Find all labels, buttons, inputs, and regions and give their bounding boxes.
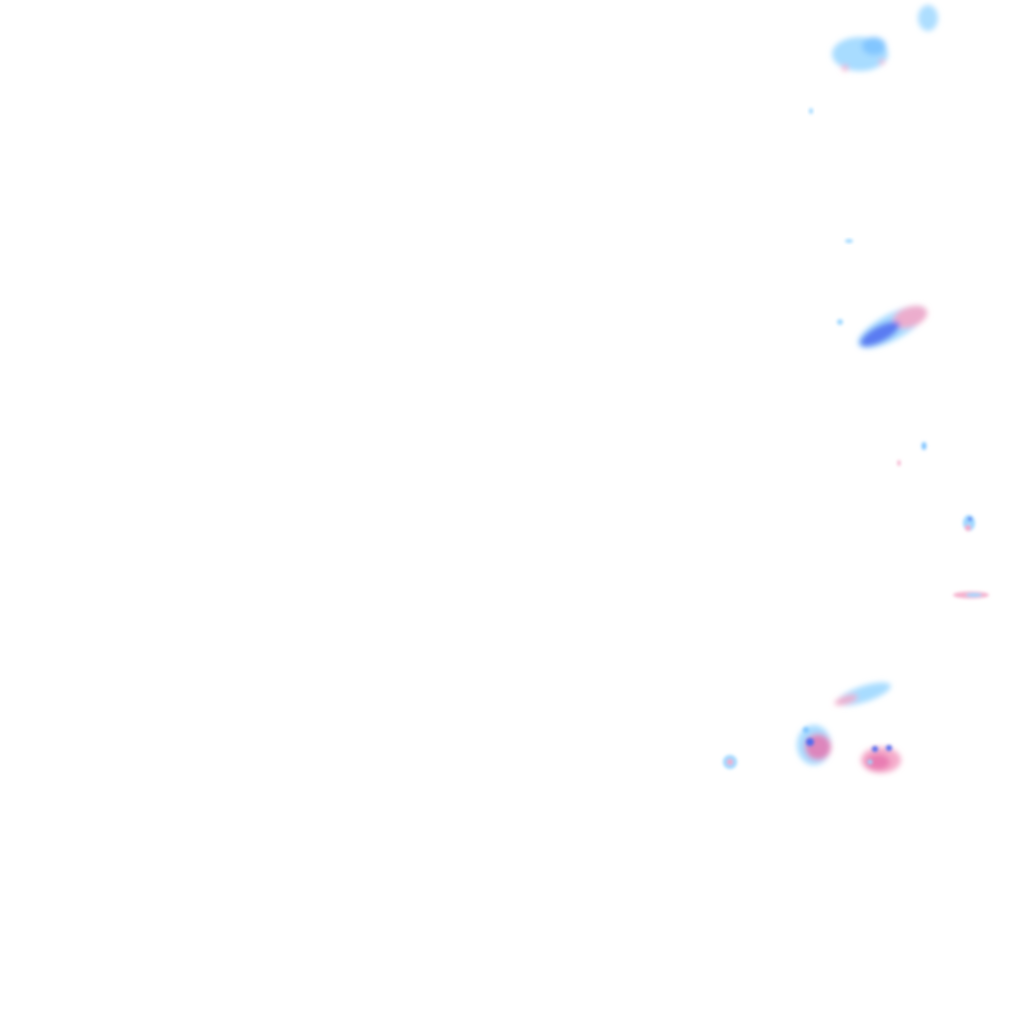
echo-blob-lower-band [834, 682, 891, 706]
echo-speck-left [723, 755, 737, 769]
echo-blob-top-right [918, 5, 938, 31]
echo-blob-upper [832, 37, 888, 71]
echo-speck-2 [845, 239, 853, 243]
echo-speck-1 [809, 108, 813, 114]
echo-streak-right [953, 591, 989, 599]
echo-blob-storm-cell [837, 305, 928, 349]
echo-blob-lower-right-cell [861, 745, 901, 773]
echo-blob-right-small [963, 515, 975, 531]
echo-blob-lower-left-cell [797, 725, 831, 765]
echo-speck-3 [897, 442, 927, 466]
